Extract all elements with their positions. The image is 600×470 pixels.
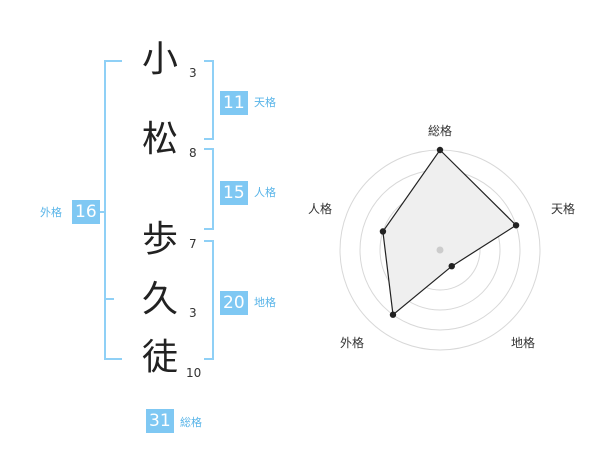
stroke-count-1: 3 — [189, 66, 197, 80]
radar-axis-label-soukaku: 総格 — [428, 124, 453, 138]
radar-point-4 — [389, 311, 397, 318]
stroke-count-2: 8 — [189, 146, 197, 160]
tenkaku-value: 11 — [220, 91, 248, 115]
name-char-1: 小 — [141, 39, 178, 80]
radar-axis-label-jinkaku: 人格 — [308, 202, 333, 216]
gaikaku-label: 外格 — [40, 206, 62, 219]
soukaku-value: 31 — [146, 409, 174, 433]
radar-point-2 — [512, 222, 520, 229]
soukaku-label: 総格 — [180, 416, 202, 429]
radar-area — [382, 149, 518, 316]
name-char-4: 久 — [141, 279, 178, 320]
jinkaku-value: 15 — [220, 181, 248, 205]
radar-point-3 — [448, 262, 455, 270]
name-char-5: 徒 — [141, 337, 178, 378]
name-char-2: 松 — [141, 119, 178, 160]
stroke-count-4: 3 — [189, 306, 197, 320]
radar-point-1 — [436, 146, 444, 154]
radar-center-dot — [436, 246, 444, 254]
jinkaku-label: 人格 — [254, 186, 276, 199]
radar-axis-label-gaikaku: 外格 — [340, 336, 365, 350]
radar-axis-label-tenkaku: 天格 — [551, 202, 576, 216]
chikaku-label: 地格 — [254, 296, 276, 309]
radar-chart — [339, 146, 541, 351]
name-char-3: 歩 — [141, 219, 178, 260]
chikaku-value: 20 — [220, 291, 248, 315]
stroke-count-5: 10 — [186, 366, 202, 380]
radar-point-5 — [379, 228, 387, 235]
radar-axis-label-chikaku: 地格 — [511, 336, 536, 350]
tenkaku-label: 天格 — [254, 96, 276, 109]
stroke-count-3: 7 — [189, 237, 197, 251]
gaikaku-value: 16 — [72, 200, 100, 224]
radar-points — [379, 146, 520, 318]
